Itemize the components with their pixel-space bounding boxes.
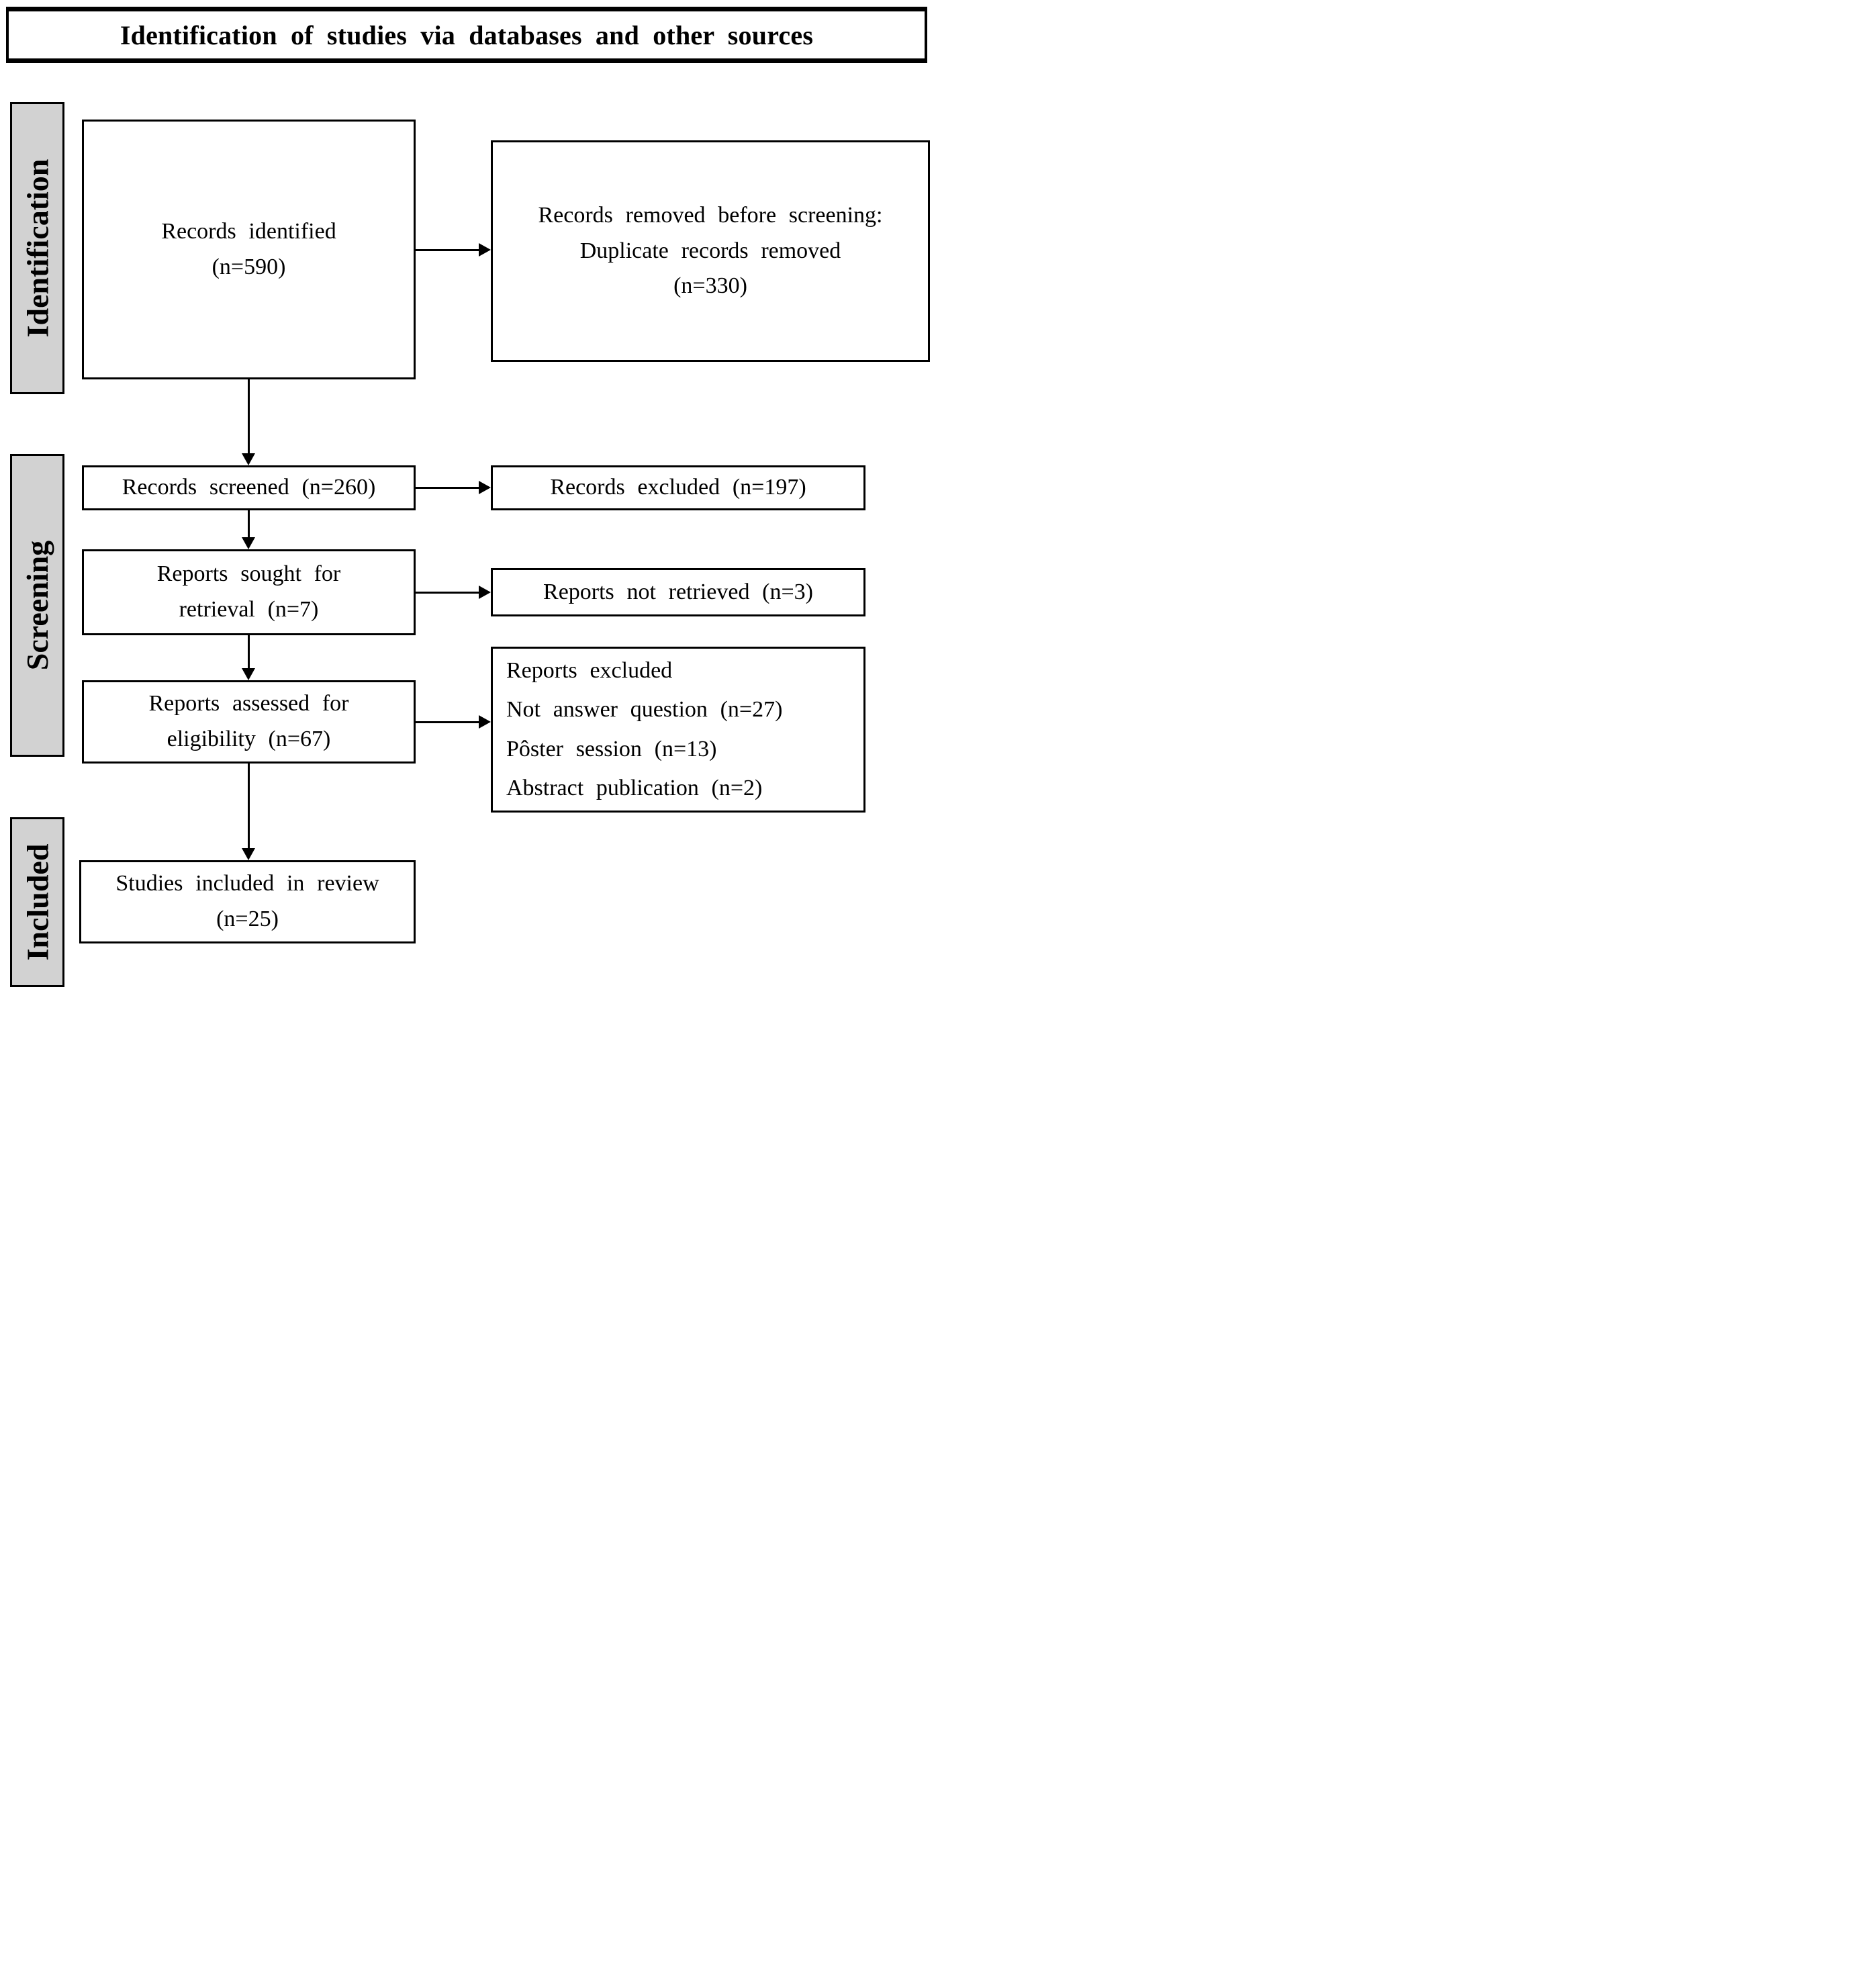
box-reports-excluded: Reports excluded Not answer question (n=… (491, 647, 865, 813)
box-studies-included-line1: Studies included in review (115, 871, 379, 896)
arrow-assessed-to-included-line (248, 764, 250, 848)
arrow-assessed-to-excluded-line (416, 721, 479, 723)
stage-included: Included (10, 817, 64, 987)
prisma-flow-diagram: Identification of studies via databases … (0, 0, 938, 994)
box-records-screened: Records screened (n=260) (82, 465, 416, 510)
arrow-sought-to-assessed-head-icon (242, 668, 255, 680)
box-records-identified: Records identified (n=590) (82, 120, 416, 379)
box-reports-excluded-line4: Abstract publication (n=2) (506, 775, 763, 800)
box-studies-included: Studies included in review (n=25) (79, 860, 416, 943)
arrow-sought-to-not-retrieved-line (416, 592, 479, 594)
box-records-excluded: Records excluded (n=197) (491, 465, 865, 510)
arrow-screened-to-excluded-line (416, 487, 479, 489)
arrow-assessed-to-included-head-icon (242, 848, 255, 860)
box-records-removed: Records removed before screening: Duplic… (491, 140, 930, 362)
arrow-assessed-to-excluded-head-icon (479, 715, 491, 729)
arrow-identified-to-removed-head-icon (479, 243, 491, 257)
title-banner: Identification of studies via databases … (6, 7, 927, 63)
arrow-screened-to-excluded-head-icon (479, 481, 491, 494)
box-reports-not-retrieved: Reports not retrieved (n=3) (491, 568, 865, 616)
box-reports-excluded-line2: Not answer question (n=27) (506, 697, 783, 723)
stage-screening: Screening (10, 454, 64, 757)
stage-identification-label: Identification (20, 158, 54, 338)
box-reports-assessed-line2: eligibility (n=67) (167, 727, 331, 751)
box-records-identified-line2: (n=590) (212, 254, 286, 279)
arrow-identified-to-removed-line (416, 249, 479, 251)
box-records-removed-line2: Duplicate records removed (579, 238, 841, 263)
stage-identification: Identification (10, 102, 64, 394)
arrow-screened-to-sought-head-icon (242, 537, 255, 549)
box-reports-excluded-line1: Reports excluded (506, 657, 673, 683)
box-reports-excluded-line3: Pôster session (n=13) (506, 736, 717, 761)
box-reports-sought-line2: retrieval (n=7) (179, 597, 319, 622)
arrow-identified-to-screened-head-icon (242, 453, 255, 465)
box-reports-sought: Reports sought for retrieval (n=7) (82, 549, 416, 635)
arrow-sought-to-not-retrieved-head-icon (479, 586, 491, 599)
box-records-screened-line1: Records screened (n=260) (122, 475, 376, 500)
box-reports-sought-line1: Reports sought for (156, 561, 341, 587)
stage-screening-label: Screening (20, 540, 54, 671)
stage-included-label: Included (20, 843, 55, 961)
arrow-sought-to-assessed-line (248, 635, 250, 668)
diagram-title: Identification of studies via databases … (120, 19, 814, 50)
box-reports-assessed: Reports assessed for eligibility (n=67) (82, 680, 416, 764)
box-reports-not-retrieved-line1: Reports not retrieved (n=3) (543, 579, 813, 604)
box-records-removed-line3: (n=330) (673, 273, 747, 299)
arrow-identified-to-screened-line (248, 379, 250, 453)
box-records-excluded-line1: Records excluded (n=197) (550, 475, 806, 500)
arrow-screened-to-sought-line (248, 510, 250, 537)
box-records-removed-line1: Records removed before screening: (538, 202, 883, 228)
box-studies-included-line2: (n=25) (216, 907, 279, 931)
box-records-identified-line1: Records identified (161, 218, 336, 244)
box-reports-assessed-line1: Reports assessed for (148, 691, 349, 717)
